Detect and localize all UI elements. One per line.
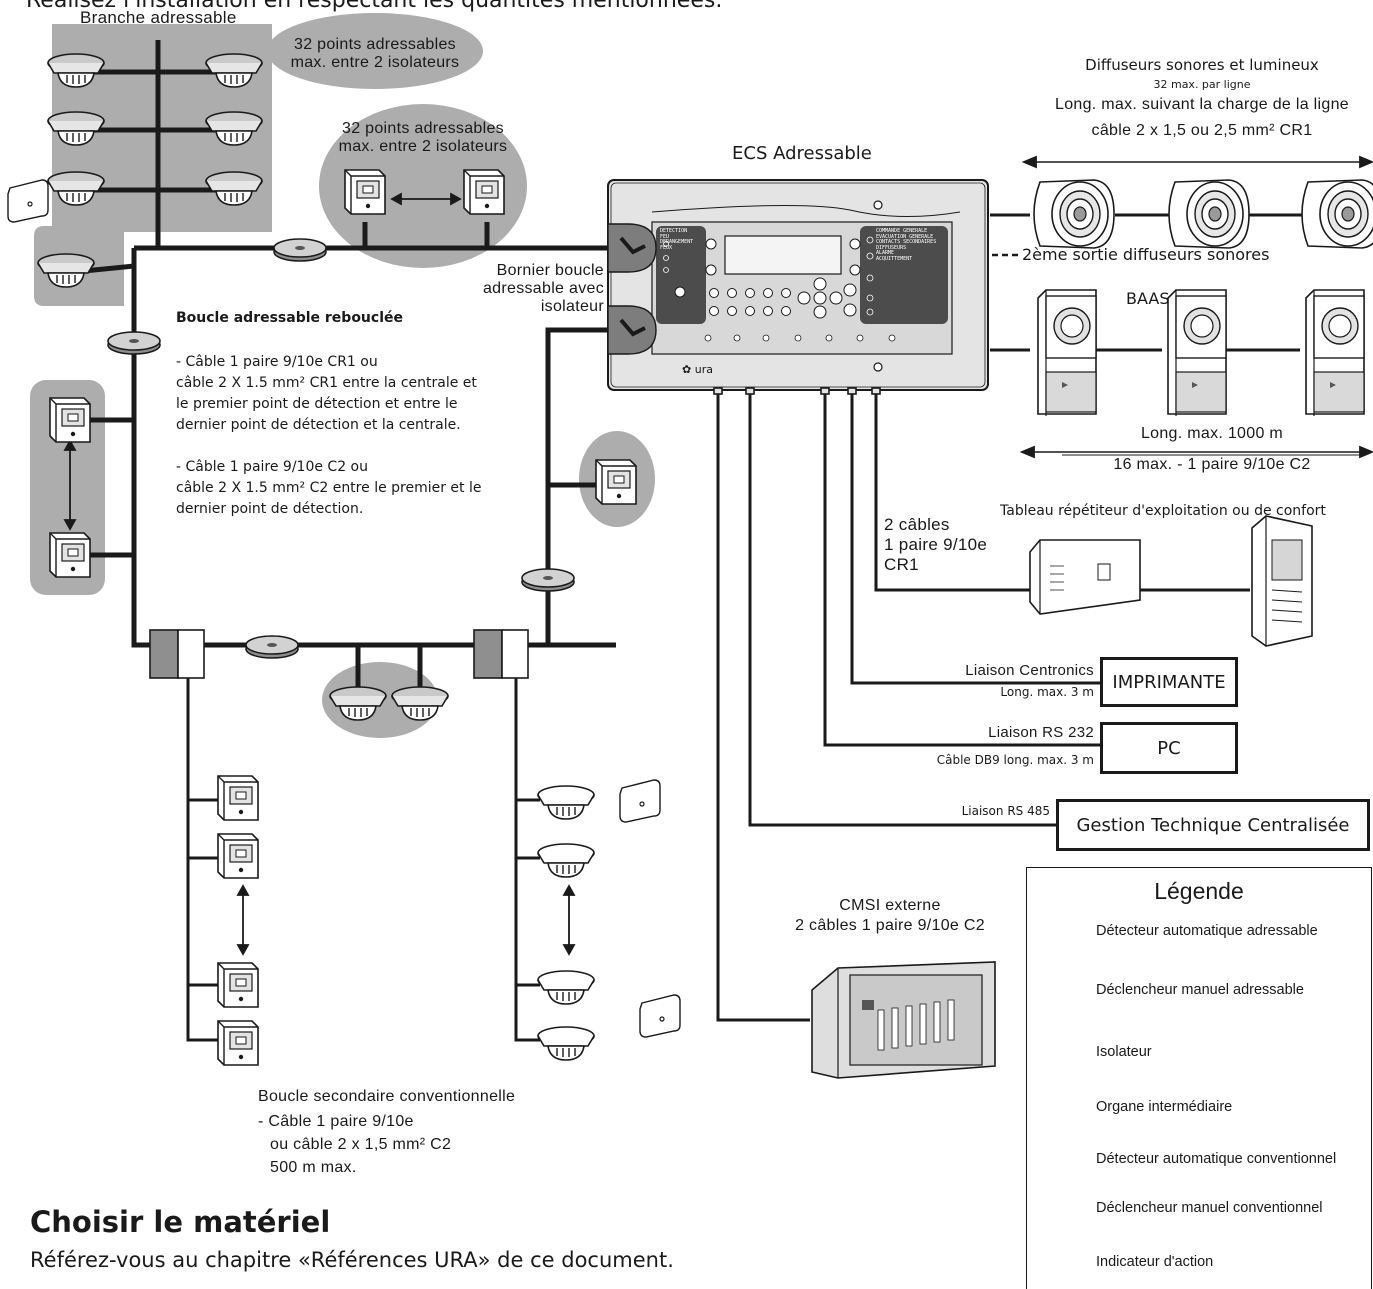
isolator	[273, 238, 327, 262]
legend-item: Détecteur automatique conventionnel	[1096, 1151, 1337, 1167]
baas-unit	[1167, 289, 1227, 417]
isolator	[245, 635, 299, 659]
addr-call-point	[49, 532, 91, 578]
repeteur-title: Tableau répétiteur d'exploitation ou de …	[1000, 503, 1326, 519]
diffuseurs-longueur: Long. max. suivant la charge de la ligne	[1055, 96, 1349, 113]
diffuseurs-title: Diffuseurs sonores et lumineux	[1085, 56, 1319, 74]
conv-call-point	[217, 1020, 259, 1066]
gtc-box: Gestion Technique Centralisée	[1056, 799, 1370, 851]
sounder	[1168, 179, 1250, 249]
baas-longueur: Long. max. 1000 m	[1140, 425, 1284, 442]
pc-box: PC	[1100, 722, 1238, 774]
legend-item: Indicateur d'action	[1096, 1254, 1214, 1270]
isolator	[107, 331, 161, 355]
liaison-centronics-detail: Long. max. 3 m	[1000, 685, 1094, 699]
branch-title: Branche adressable	[80, 8, 237, 27]
addr-call-point	[344, 169, 386, 215]
footer-text: Référez-vous au chapitre «Références URA…	[30, 1248, 674, 1272]
repeater-panel	[1251, 515, 1313, 647]
action-indicator	[619, 779, 661, 823]
intermediate-unit	[149, 629, 529, 679]
legend-title: Légende	[1154, 878, 1244, 904]
conv-detector	[537, 1026, 595, 1061]
liaison-centronics: Liaison Centronics	[965, 662, 1094, 679]
secondaire-title: Boucle secondaire conventionnelle	[258, 1088, 516, 1105]
legend-item: Détecteur automatique adressable	[1096, 923, 1318, 939]
addr-call-point	[595, 459, 637, 505]
repeater-panel	[1029, 539, 1141, 615]
action-indicator	[639, 994, 681, 1038]
conv-call-point	[217, 775, 259, 821]
conv-detector	[537, 970, 595, 1005]
diffuseurs-cable: câble 2 x 1,5 ou 2,5 mm² CR1	[1091, 122, 1313, 139]
legend-item: Organe intermédiaire	[1096, 1099, 1233, 1115]
liaison-rs485: Liaison RS 485	[961, 804, 1050, 818]
conv-call-point	[217, 962, 259, 1008]
baas-unit	[1037, 289, 1097, 417]
baas-info: 16 max. - 1 paire 9/10e C2	[1113, 456, 1311, 473]
baas-title: BAAS	[1126, 289, 1170, 308]
secondaire-lines: - Câble 1 paire 9/10e ou câble 2 x 1,5 m…	[258, 1113, 452, 1176]
addr-call-point	[463, 169, 505, 215]
cmsi-panel	[811, 961, 996, 1079]
diffuseurs-max: 32 max. par ligne	[1153, 78, 1251, 91]
legend-item: Isolateur	[1096, 1044, 1152, 1060]
ecs-title: ECS Adressable	[732, 143, 872, 164]
legend-item: Déclencheur manuel adressable	[1096, 982, 1304, 998]
liaison-rs232-detail: Câble DB9 long. max. 3 m	[936, 753, 1094, 767]
legend-item: Déclencheur manuel conventionnel	[1096, 1200, 1323, 1216]
sounder	[1033, 179, 1115, 249]
cmsi-cable: 2 câbles 1 paire 9/10e C2	[795, 917, 985, 934]
ecs-panel	[607, 179, 989, 395]
isolator	[521, 568, 575, 592]
conv-detector	[537, 843, 595, 878]
legend-box: Légende	[1026, 867, 1372, 1289]
cmsi-title: CMSI externe	[839, 897, 941, 914]
loop-description: - Câble 1 paire 9/10e CR1 ou câble 2 X 1…	[176, 354, 482, 517]
instruction-text: Réalisez l'installation en respectant le…	[26, 0, 723, 13]
action-indicator	[7, 179, 49, 223]
ecs-brand: ✿ ura	[682, 363, 713, 376]
liaison-rs232: Liaison RS 232	[988, 724, 1094, 741]
diffuseurs-second-output: 2ème sortie diffuseurs sonores	[1022, 245, 1270, 264]
conv-detector	[537, 785, 595, 820]
addr-call-point	[49, 397, 91, 443]
printer-box: IMPRIMANTE	[1100, 657, 1238, 707]
footer-heading: Choisir le matériel	[30, 1205, 331, 1239]
loop-title: Boucle adressable rebouclée	[176, 310, 403, 326]
baas-unit	[1305, 289, 1365, 417]
conv-call-point	[217, 833, 259, 879]
sounder	[1301, 179, 1373, 249]
